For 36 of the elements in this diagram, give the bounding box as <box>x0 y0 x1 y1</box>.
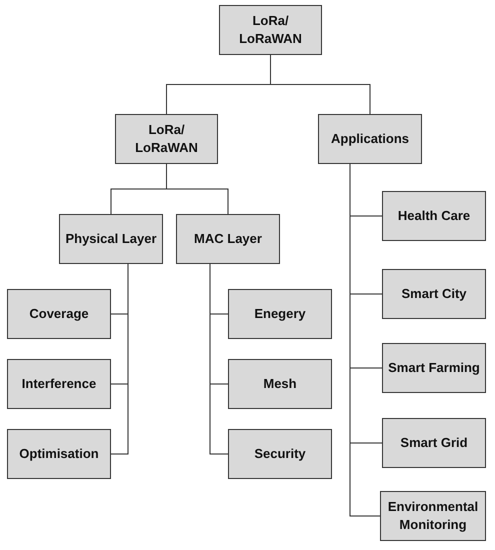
node-label: Enegery <box>254 305 306 323</box>
connector-line <box>270 54 370 114</box>
node-label: MAC Layer <box>194 230 262 248</box>
category-box <box>7 289 111 339</box>
node-label: Physical Layer <box>65 230 157 248</box>
connector-line <box>210 264 228 454</box>
category-box <box>7 429 111 479</box>
node-label: LoRa/ LoRaWAN <box>134 121 199 157</box>
category-box <box>176 214 280 264</box>
node-label: Smart Grid <box>400 434 468 452</box>
category-box <box>219 5 322 55</box>
category-box <box>228 429 332 479</box>
category-box <box>115 114 218 164</box>
node-label: Applications <box>330 130 409 148</box>
category-box <box>380 491 486 541</box>
node-label: Smart Farming <box>388 359 480 377</box>
node-label: Mesh <box>263 375 297 393</box>
category-box <box>382 343 486 393</box>
node-label: Coverage <box>29 305 89 323</box>
category-box <box>228 289 332 339</box>
category-box <box>382 269 486 319</box>
category-box <box>59 214 163 264</box>
node-label: Smart City <box>401 285 467 303</box>
category-box <box>7 359 111 409</box>
category-box <box>382 418 486 468</box>
node-label: Health Care <box>398 207 470 225</box>
connector-line <box>166 164 228 214</box>
node-label: LoRa/ LoRaWAN <box>238 12 303 48</box>
node-label: Security <box>254 445 306 463</box>
node-label: Optimisation <box>19 445 99 463</box>
category-box <box>228 359 332 409</box>
node-label: Interference <box>22 375 96 393</box>
category-box <box>382 191 486 241</box>
node-label: Environmental Monitoring <box>386 498 480 534</box>
connector-line <box>110 264 128 454</box>
category-box <box>318 114 422 164</box>
